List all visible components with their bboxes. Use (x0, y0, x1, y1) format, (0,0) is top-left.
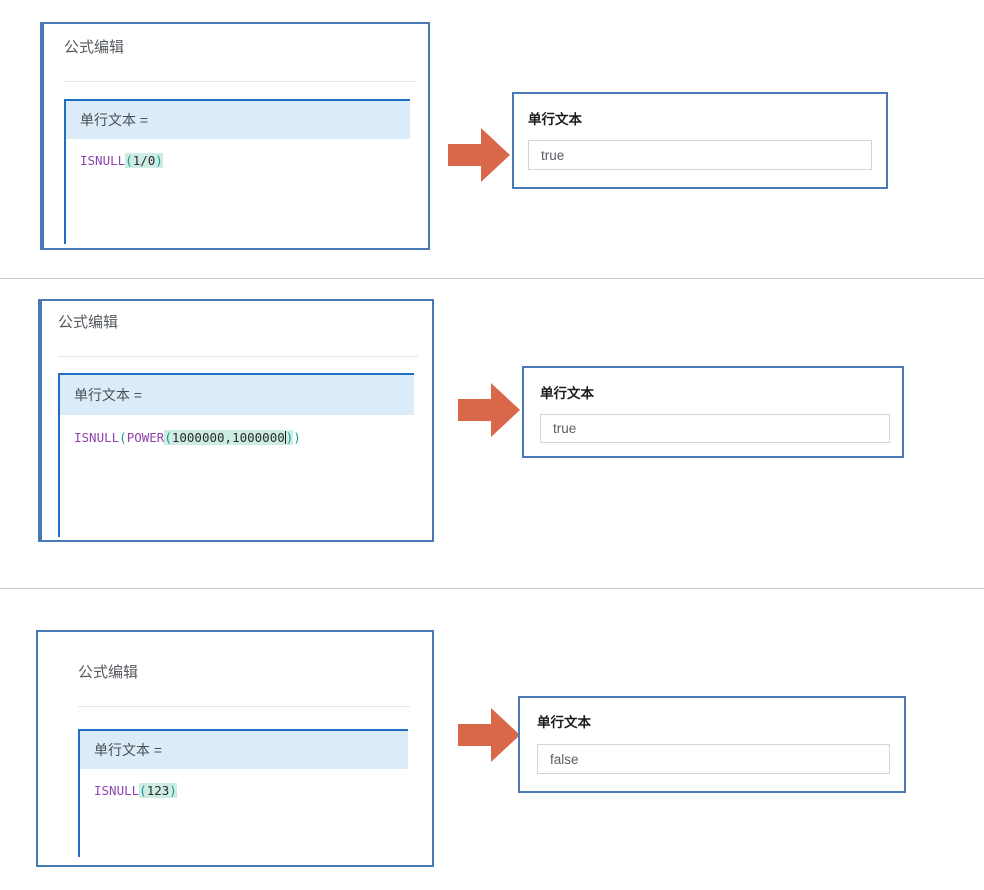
formula-input-area-3b[interactable]: 单行文本 = ISNULL(123) (78, 729, 408, 857)
formula-field-label: 单行文本 = (94, 742, 163, 758)
formula-token-argument: 1/0 (132, 153, 156, 168)
formula-token-arguments: 1000000,1000000 (171, 430, 285, 445)
formula-token-open-paren-inner: ( (164, 430, 172, 445)
result-value-text: false (550, 751, 579, 767)
editor-divider (64, 81, 416, 82)
formula-token-open-paren-outer: ( (119, 430, 127, 445)
result-value-field-1[interactable]: true (528, 140, 872, 170)
arrow-right-icon (458, 706, 520, 764)
formula-editor-title: 公式编辑 (78, 664, 139, 681)
formula-field-header: 单行文本 = (60, 375, 414, 415)
formula-editor-body-3: 公式编辑 (78, 665, 410, 707)
formula-editor-panel-2: 公式编辑 单行文本 = ISNULL(POWER(1000000,1000000… (38, 299, 434, 542)
formula-editor-body-1: 公式编辑 (64, 40, 416, 82)
formula-token-function: ISNULL (94, 783, 140, 798)
arrow-right-icon (448, 126, 510, 184)
result-value-text: true (553, 421, 577, 436)
formula-editor-panel-3: 公式编辑 单行文本 = ISNULL(123) (36, 630, 434, 867)
formula-editor-title: 公式编辑 (58, 314, 119, 331)
formula-token-function-inner: POWER (126, 430, 165, 445)
arrow-right-glyph (458, 383, 520, 437)
formula-input-area-2[interactable]: 单行文本 = ISNULL(POWER(1000000,1000000)) (58, 373, 414, 537)
formula-field-header: 单行文本 = (80, 731, 408, 769)
arrow-right-glyph (458, 708, 520, 762)
section-divider-1 (0, 278, 984, 279)
formula-input-area-1[interactable]: 单行文本 = ISNULL(1/0) (64, 99, 410, 244)
formula-field-header: 单行文本 = (66, 101, 410, 139)
formula-expression-3[interactable]: ISNULL(123) (80, 769, 408, 798)
formula-field-label: 单行文本 = (74, 387, 143, 403)
arrow-right-icon (458, 381, 520, 439)
formula-token-close-paren-inner: ) (285, 430, 294, 445)
formula-token-close-paren: ) (169, 783, 177, 798)
result-field-label: 单行文本 (537, 715, 591, 730)
formula-editor-body-2: 公式编辑 (58, 315, 418, 357)
formula-token-close-paren-outer: ) (293, 430, 301, 445)
formula-editor-title: 公式编辑 (64, 39, 125, 56)
result-value-field-3[interactable]: false (537, 744, 890, 774)
formula-field-label: 单行文本 = (80, 112, 149, 128)
result-field-label: 单行文本 (528, 112, 582, 127)
formula-token-function-outer: ISNULL (74, 430, 120, 445)
result-panel-1: 单行文本 true (512, 92, 888, 189)
result-body-2: 单行文本 true (540, 382, 890, 443)
formula-token-function: ISNULL (80, 153, 126, 168)
editor-divider (58, 356, 418, 357)
result-field-label: 单行文本 (540, 386, 594, 401)
section-divider-2 (0, 588, 984, 589)
formula-token-argument: 123 (146, 783, 170, 798)
result-panel-2: 单行文本 true (522, 366, 904, 458)
result-body-3: 单行文本 false (537, 711, 890, 774)
formula-expression-2[interactable]: ISNULL(POWER(1000000,1000000)) (60, 415, 414, 445)
editor-divider (78, 706, 410, 707)
arrow-right-glyph (448, 128, 510, 182)
result-body-1: 单行文本 true (528, 108, 872, 170)
formula-token-open-paren: ( (139, 783, 147, 798)
formula-editor-panel-1: 公式编辑 单行文本 = ISNULL(1/0) (40, 22, 430, 250)
result-value-text: true (541, 147, 565, 163)
formula-token-open-paren: ( (125, 153, 133, 168)
formula-expression-1[interactable]: ISNULL(1/0) (66, 139, 410, 168)
formula-token-close-paren: ) (155, 153, 163, 168)
text-cursor (284, 431, 286, 444)
result-panel-3: 单行文本 false (518, 696, 906, 793)
result-value-field-2[interactable]: true (540, 414, 890, 443)
